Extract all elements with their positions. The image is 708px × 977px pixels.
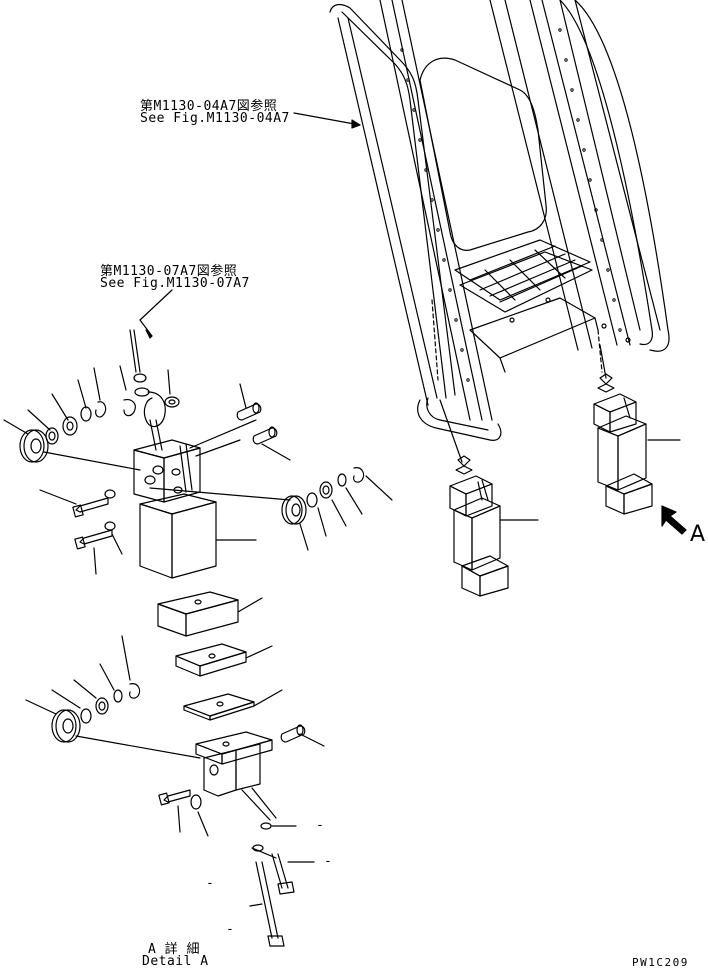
detail-caption-en: Detail A xyxy=(142,954,209,969)
dash-label: - xyxy=(316,818,325,833)
pulley-set-middle xyxy=(282,468,392,550)
weight-block xyxy=(140,494,256,578)
ladder-frame-assembly xyxy=(330,0,669,440)
chain-shackle xyxy=(124,320,179,450)
pins xyxy=(237,384,290,460)
drawing-code: PW1C209 xyxy=(632,956,689,969)
hang-wires xyxy=(432,300,602,380)
reference-lower-en: See Fig.M1130-07A7 xyxy=(100,276,250,291)
spacer-plate-thick xyxy=(158,592,262,636)
spacer-plate-thin xyxy=(184,690,282,720)
dash-label: - xyxy=(226,922,235,937)
leader-line xyxy=(52,394,68,420)
leader-line xyxy=(78,380,86,408)
lower-bracket xyxy=(196,725,324,796)
leader-line xyxy=(28,410,50,430)
long-rods xyxy=(242,788,314,946)
spacer-plate-mid xyxy=(176,644,272,676)
bolts-middle xyxy=(40,490,122,574)
bracket-block xyxy=(134,420,290,502)
detail-caption-jp: A 詳 細 xyxy=(148,942,200,957)
leader-line xyxy=(120,366,126,390)
leader-line xyxy=(4,420,28,434)
bolt-lower xyxy=(159,790,208,836)
leader-line xyxy=(94,368,100,400)
pulley-set-upper xyxy=(20,402,140,470)
reference-leader-lower xyxy=(140,290,172,320)
counterweight-assembly-right xyxy=(594,374,680,514)
reference-upper-en: See Fig.M1130-04A7 xyxy=(140,111,290,126)
counterweight-assembly-middle xyxy=(450,456,538,596)
dash-label: - xyxy=(324,854,333,869)
pulley-set-lower xyxy=(26,636,200,758)
view-marker-label: A xyxy=(690,522,706,547)
reference-leader-upper xyxy=(294,113,360,125)
leader-line xyxy=(168,370,170,394)
view-arrow-icon xyxy=(662,506,686,534)
reference-lower-jp: 第M1130-07A7図参照 xyxy=(100,264,238,279)
dash-label: - xyxy=(206,876,215,891)
reference-upper-jp: 第M1130-04A7図参照 xyxy=(140,99,278,114)
